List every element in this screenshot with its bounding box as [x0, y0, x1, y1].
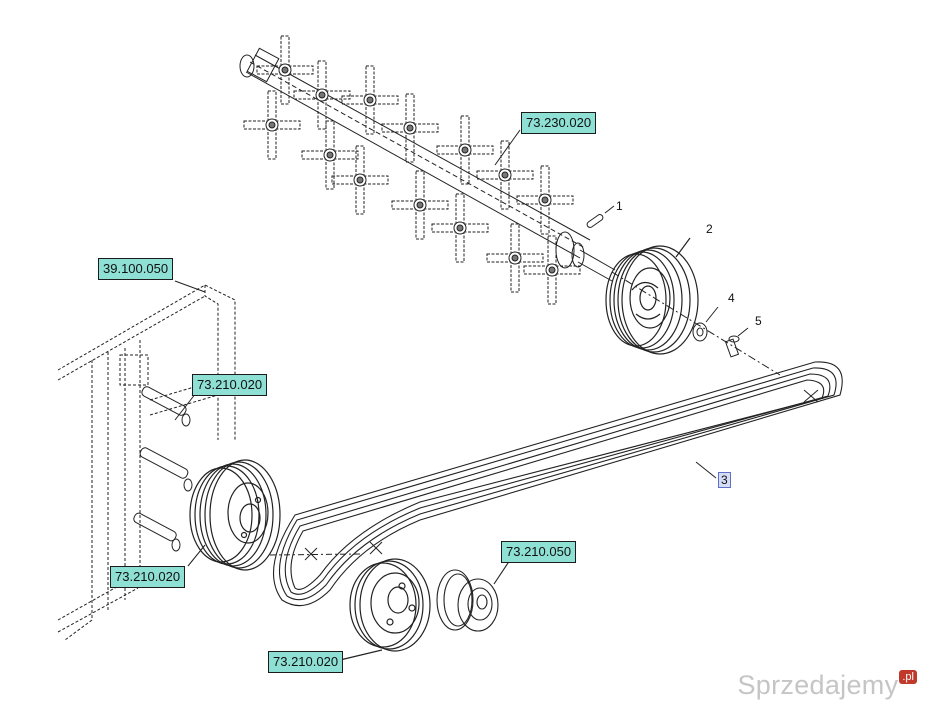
- callout-washer[interactable]: 4: [728, 291, 735, 305]
- watermark-text: Sprzedajemy: [737, 670, 899, 700]
- drive-pulley: [189, 459, 281, 571]
- hub-part: [436, 559, 511, 632]
- ref-rotor[interactable]: 73.230.020: [521, 112, 597, 134]
- pin-part: [586, 205, 615, 228]
- pulley-part: [605, 237, 699, 355]
- belt-part: [272, 361, 843, 607]
- lower-pulley: [339, 558, 431, 661]
- bolt-part: [724, 327, 749, 358]
- reference-leaders: [174, 129, 521, 567]
- ref-idler-shaft[interactable]: 73.210.020: [192, 374, 268, 396]
- washer-part: [692, 306, 719, 342]
- callout-belt[interactable]: 3: [718, 472, 731, 488]
- callout-bolt[interactable]: 5: [755, 314, 762, 328]
- watermark: Sprzedajemy.pl: [737, 670, 917, 710]
- belt-center-marks: [269, 389, 819, 561]
- ref-hub[interactable]: 73.210.050: [501, 541, 577, 563]
- rotor-shaft: [239, 47, 591, 259]
- callout-pulley[interactable]: 2: [706, 222, 713, 236]
- rotor-end-hub: [555, 231, 781, 376]
- ref-drive-pulley[interactable]: 73.210.020: [110, 566, 186, 588]
- frame-shafts: [133, 386, 193, 552]
- ref-frame[interactable]: 39.100.050: [98, 258, 174, 280]
- callout-pin[interactable]: 1: [616, 199, 623, 213]
- ref-lower-pulley[interactable]: 73.210.020: [268, 651, 344, 673]
- watermark-badge: .pl: [899, 670, 917, 684]
